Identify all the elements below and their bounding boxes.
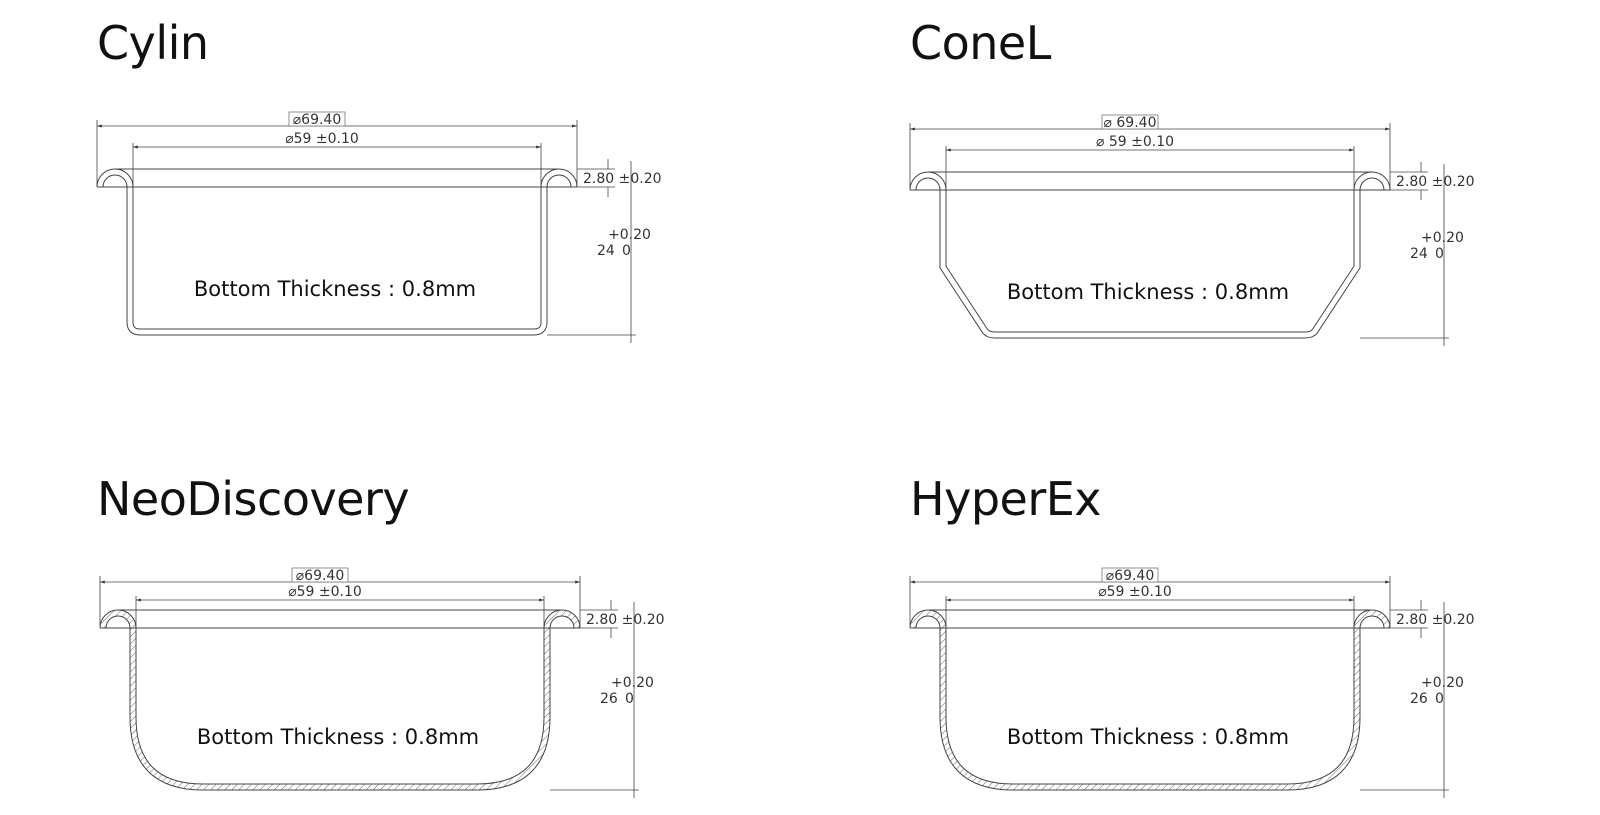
cup-wall-outline <box>909 171 1391 339</box>
height-label: 24 <box>597 243 615 259</box>
outer-diameter-label: ⌀ 69.40 <box>1104 115 1157 131</box>
rim-height-label: 2.80 ±0.20 <box>583 171 662 187</box>
cup-wall-outline <box>96 168 578 336</box>
cup-wall <box>910 610 1390 790</box>
height-label: 26 <box>600 691 618 707</box>
cup-wall-outline <box>99 609 581 791</box>
height-lower-tolerance: 0 <box>1435 691 1444 707</box>
panel-title-cylin: Cylin <box>97 16 209 70</box>
bottom-thickness-note: Bottom Thickness : 0.8mm <box>1007 725 1289 749</box>
outer-diameter-box <box>291 567 349 583</box>
height-lower-tolerance: 0 <box>625 691 634 707</box>
drawing-conel: ⌀ 69.40 ⌀ 59 ±0.10 2.80 ±0.20 +0.20 24 0… <box>909 114 1475 346</box>
outer-diameter-box <box>288 111 346 127</box>
rim-height-label: 2.80 ±0.20 <box>1396 612 1475 628</box>
rim-height-label: 2.80 ±0.20 <box>1396 174 1475 190</box>
height-tolerance-label: +0.20 <box>611 675 654 691</box>
drawing-hyperex: ⌀69.40 ⌀59 ±0.10 2.80 ±0.20 +0.20 26 0 B… <box>909 567 1475 798</box>
height-label: 26 <box>1410 691 1428 707</box>
drawing-cylin: ⌀69.40 ⌀59 ±0.10 2.80 ±0.20 +0.20 24 0 B… <box>96 111 662 343</box>
panel-title-conel: ConeL <box>910 16 1051 70</box>
height-tolerance-label: +0.20 <box>1421 230 1464 246</box>
bottom-thickness-note: Bottom Thickness : 0.8mm <box>197 725 479 749</box>
bottom-thickness-note: Bottom Thickness : 0.8mm <box>194 277 476 301</box>
height-tolerance-label: +0.20 <box>1421 675 1464 691</box>
cup-wall <box>97 169 577 335</box>
height-label: 24 <box>1410 246 1428 262</box>
outer-diameter-label: ⌀69.40 <box>296 568 345 584</box>
inner-diameter-label: ⌀ 59 ±0.10 <box>1096 134 1174 150</box>
panel-title-neodiscovery: NeoDiscovery <box>97 472 410 526</box>
height-tolerance-label: +0.20 <box>608 227 651 243</box>
height-lower-tolerance: 0 <box>622 243 631 259</box>
outer-diameter-box <box>1101 567 1159 583</box>
height-lower-tolerance: 0 <box>1435 246 1444 262</box>
cup-wall <box>100 610 580 790</box>
inner-diameter-label: ⌀59 ±0.10 <box>288 584 362 600</box>
panel-title-hyperex: HyperEx <box>910 472 1102 526</box>
inner-diameter-label: ⌀59 ±0.10 <box>1098 584 1172 600</box>
outer-diameter-box <box>1101 114 1159 130</box>
outer-diameter-label: ⌀69.40 <box>1106 568 1155 584</box>
inner-diameter-label: ⌀59 ±0.10 <box>285 131 359 147</box>
rim-height-label: 2.80 ±0.20 <box>586 612 665 628</box>
bottom-thickness-note: Bottom Thickness : 0.8mm <box>1007 280 1289 304</box>
cup-wall-outline <box>909 609 1391 791</box>
outer-diameter-label: ⌀69.40 <box>293 112 342 128</box>
drawing-neodiscovery: ⌀69.40 ⌀59 ±0.10 2.80 ±0.20 +0.20 26 0 B… <box>99 567 665 798</box>
cup-wall <box>910 172 1390 338</box>
